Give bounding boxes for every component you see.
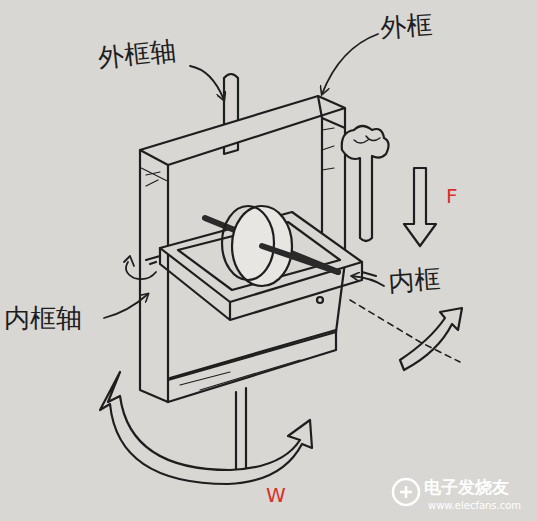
inner-axis-end — [317, 297, 323, 303]
outer-axis-bottom — [236, 388, 246, 478]
outer-frame-bottom — [168, 330, 336, 402]
leader-line — [322, 34, 378, 94]
part-label: 内框 — [387, 264, 441, 296]
precession-arrow — [400, 308, 462, 370]
inner-axis-pin — [362, 272, 376, 276]
hand — [342, 126, 389, 241]
inner-axis-pin — [146, 256, 160, 264]
hand-fingers — [354, 136, 380, 143]
outer-frame-top — [140, 96, 345, 165]
hatching — [322, 128, 334, 170]
rotation-arrowhead — [124, 256, 134, 266]
rotation-arrow-w — [100, 372, 312, 484]
watermark-logo — [393, 479, 419, 505]
force-label: F — [446, 185, 458, 207]
rotor-rim — [222, 206, 274, 280]
rotation-label: W — [266, 484, 286, 506]
rotation-arrow — [126, 262, 156, 279]
part-label: 外框 — [379, 10, 433, 42]
leader-line — [352, 276, 384, 286]
watermark: www.elecfans.com — [428, 500, 521, 511]
hatching — [146, 172, 160, 186]
dashed-line — [350, 300, 460, 362]
leader-line — [190, 66, 224, 100]
force-arrow — [404, 168, 436, 246]
part-label: 外框轴 — [97, 36, 178, 73]
outer-frame-left — [140, 168, 168, 402]
leader-line — [104, 294, 148, 318]
hatching — [180, 360, 300, 390]
rotor-axle-front — [262, 246, 338, 272]
watermark: 电子发烧友 — [424, 478, 509, 497]
part-label: 内框轴 — [4, 304, 82, 333]
